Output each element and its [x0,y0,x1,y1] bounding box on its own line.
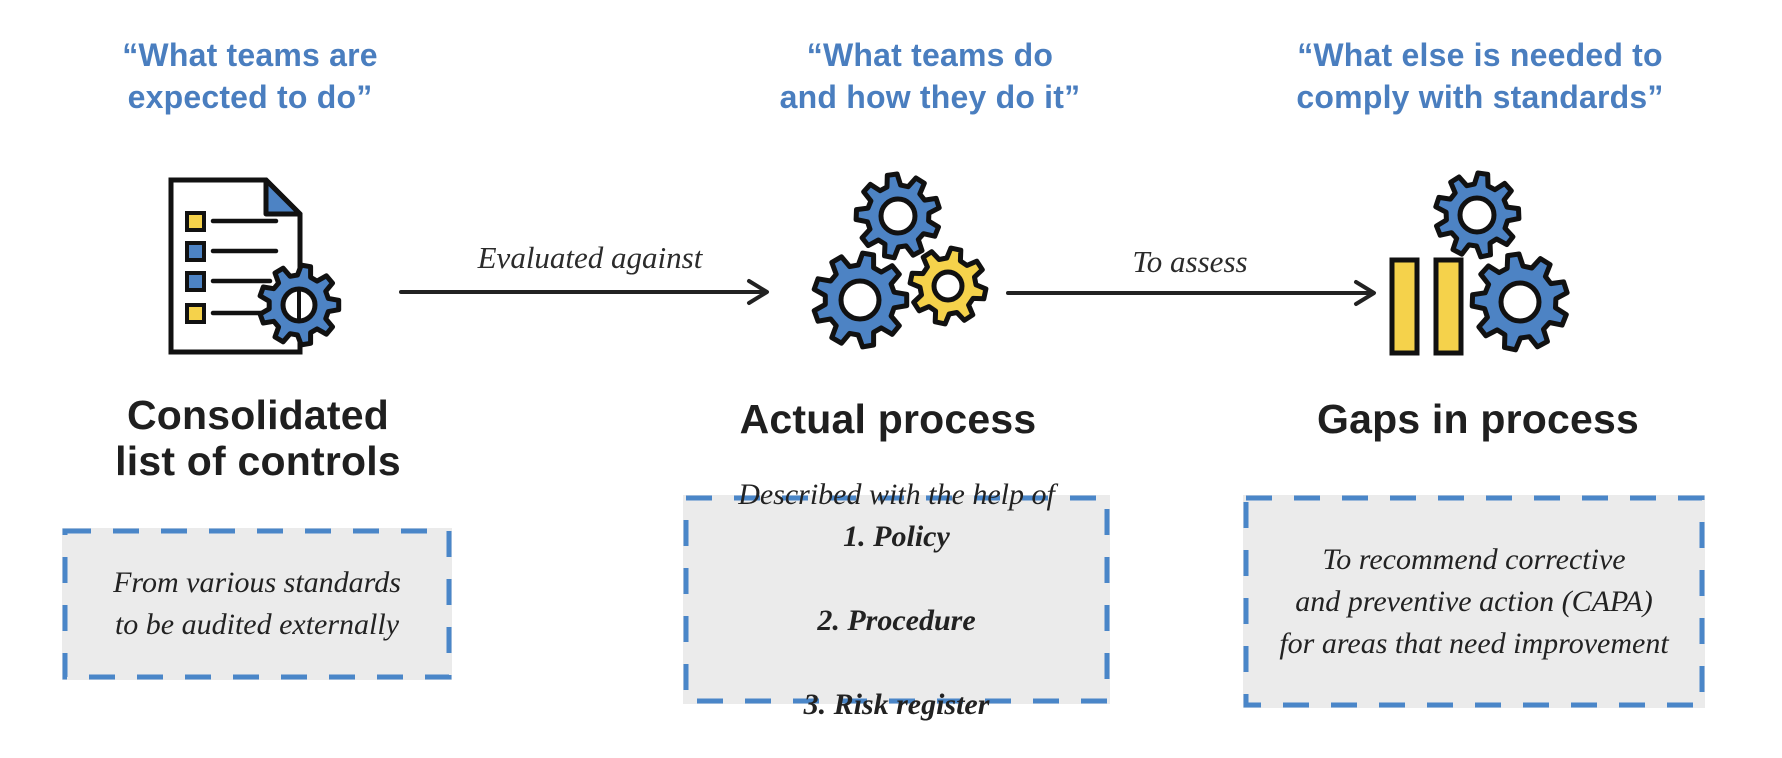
arrow-label-evaluated-against: Evaluated against [477,240,703,275]
pause-bars-with-gears-icon [1389,170,1570,356]
note-box-standards: From various standards to be audited ext… [62,528,452,680]
dashed-border [62,528,452,680]
pause-bar [1389,257,1420,356]
checklist-document-with-gear-icon [168,177,342,355]
gear-hub [1457,195,1497,235]
title-gaps-in-process: Gaps in process [1316,396,1639,442]
note-intro: Described with the help of [738,477,1055,511]
dashed-border [683,495,1110,704]
checklist-bullet [185,241,206,262]
quote-gaps: “What else is needed to comply with stan… [1296,37,1664,115]
title-consolidated-list: Consolidated list of controls [115,392,401,484]
pause-bar [1433,257,1464,356]
three-gears-icon [811,171,989,350]
gear-hub [931,269,965,303]
note-text-capa: To recommend corrective and preventive a… [1279,542,1669,660]
gear-hub [838,278,882,322]
note-item-procedure: 2. Procedure [817,603,976,637]
note-box-described-with: Described with the help of 1. Policy 2. … [683,478,1110,721]
gear-hub [1498,280,1542,324]
title-actual-process: Actual process [739,396,1037,442]
note-box-capa: To recommend corrective and preventive a… [1243,495,1705,708]
note-text-described-with: Described with the help of 1. Policy 2. … [738,432,1055,758]
arrow-right-icon [399,279,769,305]
arrow-label-to-assess: To assess [1132,244,1248,279]
note-item-risk-register: 3. Risk register [803,687,990,721]
document-fold [263,177,303,217]
arrow-right-icon [1006,280,1376,306]
checklist-bullet [185,271,206,292]
gear-hub [878,196,918,236]
quote-expected: “What teams are expected to do” [122,37,378,115]
quote-actual: “What teams do and how they do it” [779,37,1081,115]
note-text-standards: From various standards to be audited ext… [113,566,401,641]
checklist-bullet [185,211,206,232]
dashed-border [1243,495,1705,708]
checklist-bullet [185,303,206,324]
note-item-policy: 1. Policy [843,519,950,553]
